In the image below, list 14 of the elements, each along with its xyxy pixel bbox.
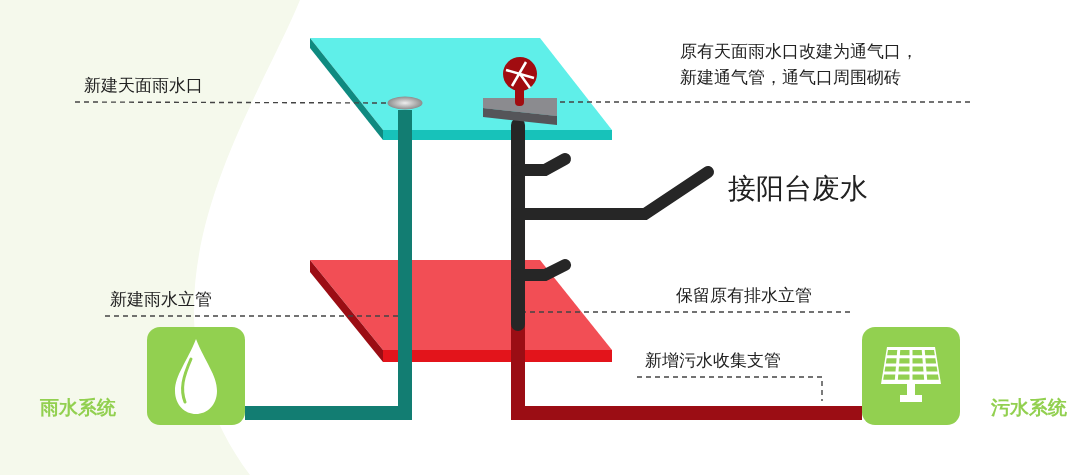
leader-line (524, 311, 851, 313)
callout-text: 原有天面雨水口改建为通气口，新建通气管，通气口周围砌砖 (680, 40, 919, 89)
system-label: 污水系统 (991, 395, 1067, 419)
system-label: 雨水系统 (40, 395, 116, 419)
leader-line (104, 315, 401, 317)
leader-line (557, 101, 971, 103)
pipe (245, 110, 412, 421)
callout-text: 新建天面雨水口 (84, 74, 203, 97)
callout-text: 新增污水收集支管 (645, 349, 781, 372)
pipe-label: 接阳台废水 (728, 172, 868, 206)
leader-line (74, 101, 388, 104)
callout-text: 保留原有排水立管 (676, 284, 812, 307)
leader-line (636, 376, 823, 402)
callout-text: 新建雨水立管 (110, 288, 212, 311)
